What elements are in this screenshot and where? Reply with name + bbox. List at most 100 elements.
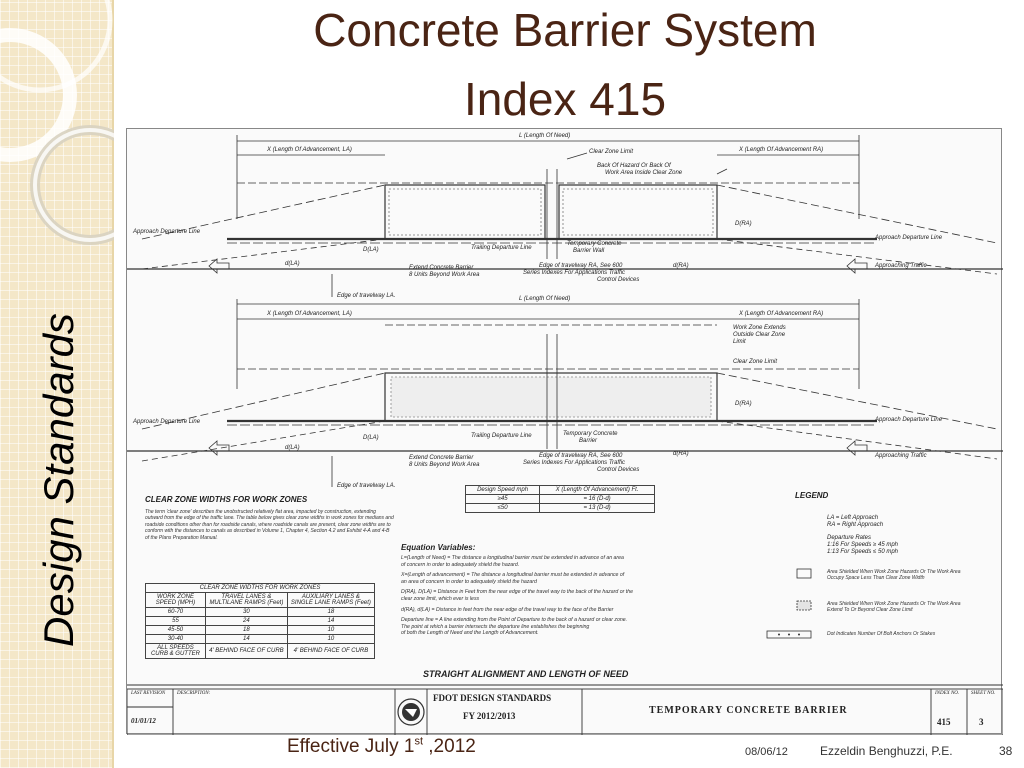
bottom-trailing-departure: Trailing Departure Line (471, 433, 532, 439)
top-d-ra: D(RA) (735, 221, 752, 227)
top-extend-barrier-2: 8 Units Beyond Work Area (409, 272, 480, 278)
bottom-temporary-barrier: Temporary Concrete (563, 431, 618, 437)
bottom-work-zone-extends: Work Zone Extends (733, 325, 786, 331)
top-series-indexes: Series Indexes For Applications Traffic (523, 270, 626, 276)
description-label: DESCRIPTION: (177, 691, 211, 696)
effective-date: Effective July 1st ,2012 (287, 736, 476, 758)
equations-block: L=(Length of Need) = The distance a long… (401, 555, 741, 637)
top-trailing-departure: Trailing Departure Line (471, 245, 532, 251)
clear-zone-heading: CLEAR ZONE WIDTHS FOR WORK ZONES (145, 495, 308, 504)
equation-line: D(RA), D(LA) = Distance in Feet from the… (401, 589, 633, 596)
bottom-clear-zone-limit: Clear Zone Limit (733, 359, 778, 365)
last-revision-date: 01/01/12 (131, 717, 156, 725)
bottom-d-la: D(LA) (363, 435, 379, 441)
clear-zone-table-title: CLEAR ZONE WIDTHS FOR WORK ZONES (145, 583, 375, 593)
equation-line: clear zone limit, which ever is less (401, 595, 480, 602)
cell: 4' BEHIND FACE OF CURB (204, 643, 288, 659)
equation-line: an area of concern in order to adequatel… (401, 578, 537, 585)
cell: = 16 (D-d) (539, 494, 655, 504)
footer-date: 08/06/12 (745, 746, 788, 758)
top-temporary-barrier: Temporary Concrete (567, 241, 622, 247)
col-x-advancement: X (Length Of Advancement) Ft. (539, 485, 655, 495)
top-x-advancement-ra: X (Length Of Advancement RA) (739, 147, 824, 153)
sheet-number: 3 (979, 717, 984, 727)
top-d-la-small: d(LA) (285, 261, 300, 267)
fdot-seal-icon (397, 698, 425, 726)
cell: 55 (145, 616, 206, 626)
effective-suffix: ,2012 (423, 736, 476, 757)
bottom-d-la-small: d(LA) (285, 445, 300, 451)
equation-line: L=(Length of Need) = The distance a long… (401, 555, 624, 561)
top-clear-zone-limit: Clear Zone Limit (589, 149, 634, 155)
fdot-design-standards: FDOT DESIGN STANDARDS (433, 693, 552, 703)
index-label: INDEX NO. (935, 691, 960, 696)
cell: = 13 (D-d) (539, 503, 655, 513)
slide-subtitle: Index 415 (463, 73, 667, 125)
top-x-advancement-la: X (Length Of Advancement, LA) (267, 147, 352, 153)
bottom-temporary-barrier-2: Barrier (579, 438, 598, 444)
equation-line: The point at which a barrier intersects … (401, 623, 590, 630)
left-decorative-band (0, 0, 114, 768)
bottom-outside-clear-zone: Outside Clear Zone (733, 332, 786, 338)
table-row: ≤50= 13 (D-d) (464, 503, 655, 513)
bottom-x-advancement-ra: X (Length Of Advancement RA) (739, 311, 824, 317)
last-revision-label: LAST REVISION (131, 691, 166, 696)
equation-line: of both the Length of Need and the Lengt… (401, 630, 539, 637)
decorative-arcs (0, 0, 114, 245)
bottom-approaching-traffic: Approaching Traffic (875, 453, 927, 459)
index-number: 415 (937, 717, 951, 727)
page-number: 38 (999, 744, 1013, 758)
legend-rate2: 1:13 For Speeds ≤ 50 mph (827, 549, 899, 555)
sheet-title: TEMPORARY CONCRETE BARRIER (649, 705, 848, 716)
top-temporary-barrier-2: Barrier Wall (573, 248, 605, 254)
cell: ≥45 (464, 494, 541, 504)
bottom-x-advancement-la: X (Length Of Advancement, LA) (267, 311, 352, 317)
fiscal-year: FY 2012/2013 (463, 711, 516, 721)
cell: 14 (204, 634, 288, 644)
cell: 30-40 (145, 634, 206, 644)
cell: 10 (286, 625, 376, 635)
drawing-linework (127, 135, 1003, 735)
table-row: ≥45= 16 (D-d) (464, 494, 655, 504)
bottom-d-ra-small: d(RA) (673, 451, 689, 457)
cell: 60-70 (145, 607, 206, 617)
top-edge-travelway-la: Edge of travelway LA. (337, 293, 396, 299)
effective-prefix: Effective July 1 (287, 736, 415, 757)
bottom-control-devices: Control Devices (597, 467, 640, 473)
cell: 45-50 (145, 625, 206, 635)
top-approach-departure-right: Approach Departure Line (875, 235, 943, 241)
equation-line: X=(Length of advancement) = The distance… (401, 572, 625, 579)
legend-shield2: Area Shielded When Work Zone Hazards Or … (827, 601, 961, 614)
equation-line: Departure line = A line extending from t… (401, 617, 628, 624)
cell: ALL SPEEDS CURB & GUTTER (145, 643, 206, 659)
top-length-of-need: L (Length Of Need) (519, 133, 571, 139)
top-back-of-hazard-2: Work Area Inside Clear Zone (605, 170, 683, 176)
speed-table: Design Speed mph X (Length Of Advancemen… (464, 485, 655, 513)
cell: ≤50 (464, 503, 541, 513)
bottom-d-ra: D(RA) (735, 401, 752, 407)
bottom-edge-travelway-ra: Edge of travelway RA, See 600 (539, 453, 623, 459)
top-d-la: D(LA) (363, 247, 379, 253)
equation-line: d(RA), d(LA) = Distance in feet from the… (401, 606, 614, 613)
col-auxiliary-lanes: AUXILIARY LANES & SINGLE LANE RAMPS (Fee… (286, 592, 376, 608)
cell: 4' BEHIND FACE OF CURB (286, 643, 376, 659)
top-approaching-traffic: Approaching Traffic (875, 263, 927, 269)
legend-heading: LEGEND (795, 491, 829, 500)
clear-zone-table: CLEAR ZONE WIDTHS FOR WORK ZONES WORK ZO… (145, 583, 376, 659)
bottom-edge-travelway-la: Edge of travelway LA. (337, 483, 396, 489)
bottom-series-indexes: Series Indexes For Applications Traffic (523, 460, 626, 466)
col-speed: WORK ZONE SPEED (MPH) (145, 592, 206, 608)
side-title: Design Standards (35, 313, 82, 647)
cell: 18 (286, 607, 376, 617)
top-d-ra-small: d(RA) (673, 263, 689, 269)
cell: 10 (286, 634, 376, 644)
drawing-caption: STRAIGHT ALIGNMENT AND LENGTH OF NEED (423, 669, 629, 679)
legend-dots: Dot Indicates Number Of Bolt Anchors Or … (827, 631, 936, 637)
equations-heading: Equation Variables: (401, 543, 476, 552)
clear-zone-paragraph: The term 'clear zone' describes the unob… (145, 509, 394, 541)
